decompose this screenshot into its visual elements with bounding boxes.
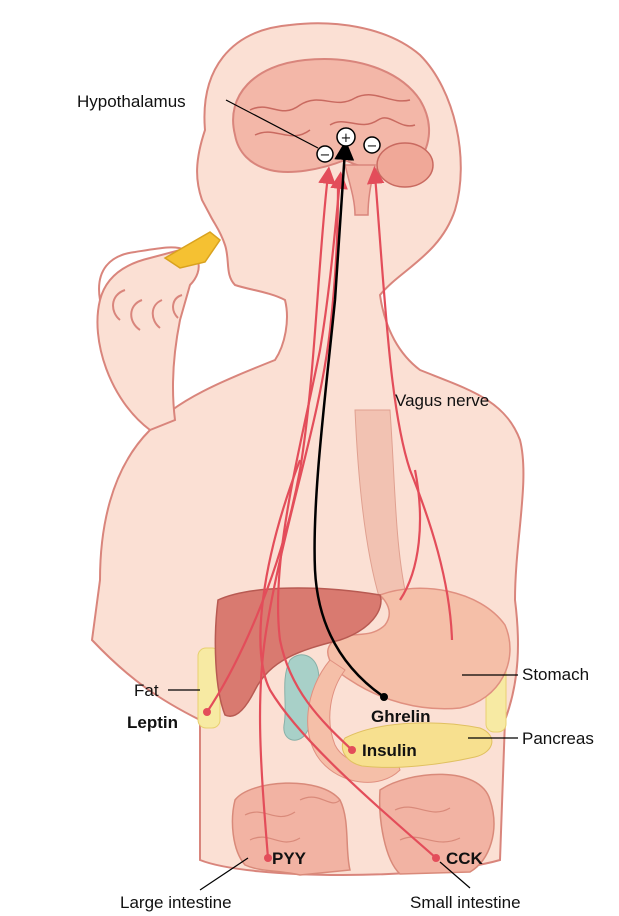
chip-food bbox=[165, 232, 220, 268]
insulin-source-dot bbox=[348, 746, 356, 754]
label-vagus-nerve: Vagus nerve bbox=[395, 391, 489, 410]
stimulate-glyph: + bbox=[341, 131, 352, 146]
label-ghrelin: Ghrelin bbox=[371, 707, 431, 726]
ghrelin-source-dot bbox=[380, 693, 388, 701]
label-pancreas: Pancreas bbox=[522, 729, 594, 748]
label-small-intestine: Small intestine bbox=[410, 893, 521, 912]
cck-source-dot bbox=[432, 854, 440, 862]
label-insulin: Insulin bbox=[362, 741, 417, 760]
inhibit-right-glyph: − bbox=[367, 139, 378, 154]
label-fat: Fat bbox=[134, 681, 159, 700]
pyy-source-dot bbox=[264, 854, 272, 862]
cerebellum bbox=[377, 143, 433, 187]
label-cck: CCK bbox=[446, 849, 484, 868]
leptin-source-dot bbox=[203, 708, 211, 716]
label-hypothalamus: Hypothalamus bbox=[77, 92, 186, 111]
inhibit-left-glyph: − bbox=[320, 148, 331, 163]
label-leptin: Leptin bbox=[127, 713, 178, 732]
label-pyy: PYY bbox=[272, 849, 307, 868]
label-large-intestine: Large intestine bbox=[120, 893, 232, 912]
label-stomach: Stomach bbox=[522, 665, 589, 684]
